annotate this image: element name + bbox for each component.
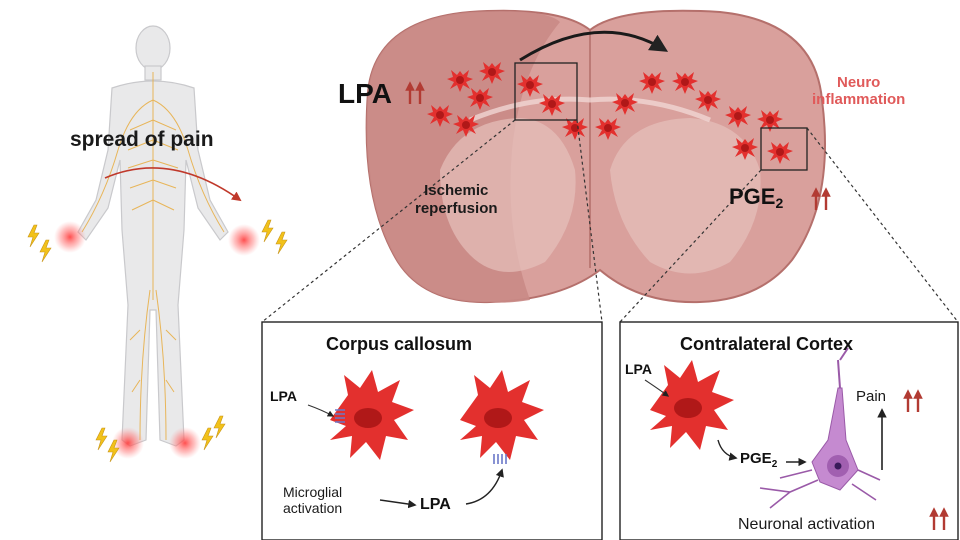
neuroinflammation-label: Neuro inflammation (812, 74, 905, 108)
activation-line-2: activation (283, 500, 343, 516)
activation-arrow (379, 499, 417, 509)
cortex-pge-sub: 2 (771, 459, 778, 470)
pge-main-sub: 2 (775, 195, 784, 211)
spread-of-pain-label: spread of pain (70, 128, 214, 151)
lpa-bind-arrow (307, 404, 335, 417)
ischemic-reperfusion-label: Ischemic reperfusion (415, 182, 498, 218)
neuro-line-2: inflammation (812, 91, 906, 108)
inset-corpus (514, 62, 578, 121)
human-body-icon (54, 25, 260, 459)
zoom-lines (261, 119, 959, 323)
spread-arrow (104, 167, 242, 202)
corpus-lpa-release-label: LPA (420, 496, 451, 513)
pge-main-text: PGE (729, 184, 776, 209)
microglial-activation-label: Microglial activation (283, 484, 342, 516)
lpa-release-arrow (465, 468, 504, 505)
cortex-pge2-label: PGE2 (740, 450, 777, 470)
neuron-icon (759, 347, 881, 509)
corpus-lpa-label: LPA (270, 388, 297, 404)
inset-cortex (760, 127, 808, 171)
ischemic-line-2: reperfusion (415, 200, 498, 217)
cortex-lpa-label: LPA (625, 361, 652, 377)
pge2-main-label: PGE2 (729, 184, 783, 211)
neuronal-activation-label: Neuronal activation (738, 516, 875, 533)
microglia-icon (650, 360, 734, 450)
corpus-callosum-title: Corpus callosum (326, 334, 473, 354)
activation-line-1: Microglial (283, 484, 343, 500)
contralateral-cortex-title: Contralateral Cortex (680, 334, 854, 354)
pge-release-arrow (717, 439, 738, 461)
lpa-main-label: LPA (338, 78, 392, 109)
cortex-pge-text: PGE (740, 450, 772, 467)
microglia-icon (330, 370, 544, 460)
neuro-line-1: Neuro (837, 74, 881, 91)
pain-label: Pain (856, 388, 887, 405)
hemisphere-arrow (519, 30, 669, 62)
panel-corpus-box (261, 321, 603, 540)
brain-icon (365, 9, 826, 304)
ischemic-line-1: Ischemic (424, 182, 489, 199)
lpa-bind-arrow-2 (644, 379, 670, 397)
